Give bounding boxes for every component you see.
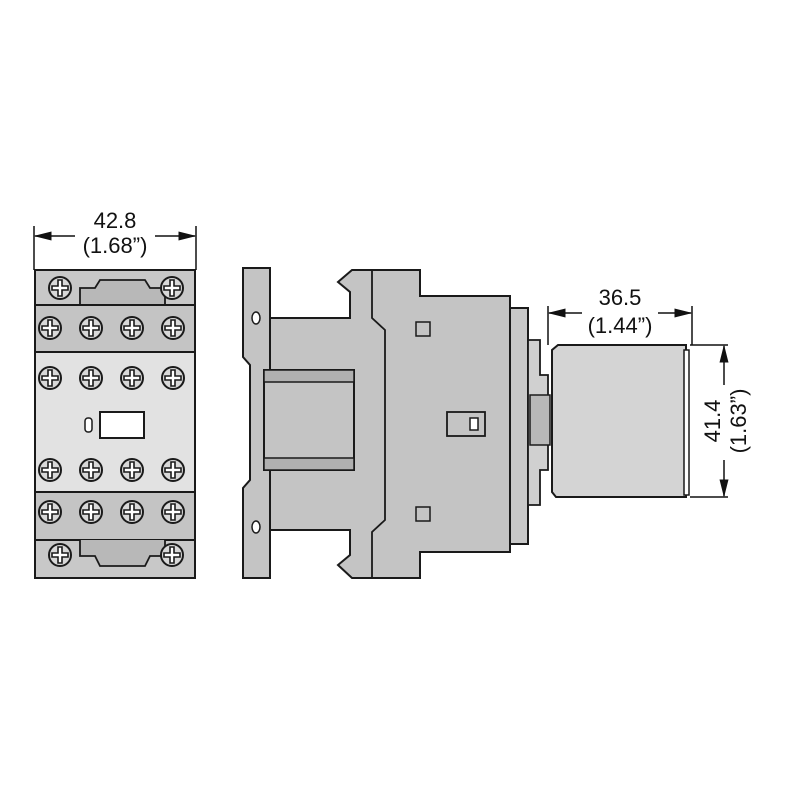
screw-icon: [120, 366, 144, 390]
screw-icon: [79, 316, 103, 340]
screw-icon: [161, 458, 185, 482]
width-dimension: 42.8 (1.68”): [33, 208, 197, 270]
screw-icon: [38, 366, 62, 390]
module-body: [551, 344, 687, 498]
indicator-window: [99, 411, 145, 439]
screw-icon: [120, 316, 144, 340]
indicator-slot: [84, 417, 93, 433]
screw-icon: [160, 276, 184, 300]
screw-icon: [160, 543, 184, 567]
screw-icon: [79, 458, 103, 482]
coil-top-edge: [263, 369, 355, 383]
screw-icon: [161, 316, 185, 340]
side-indicator: [446, 411, 486, 437]
height-inch: (1.63”): [726, 389, 751, 454]
height-dimension: 41.4 (1.63”): [690, 344, 751, 498]
screw-icon: [120, 458, 144, 482]
body-seam: [371, 270, 386, 578]
side-body: [269, 269, 511, 579]
height-mm: 41.4: [700, 400, 725, 443]
auxiliary-module: [551, 344, 690, 498]
screw-icon: [48, 543, 72, 567]
width-inch: (1.68”): [83, 233, 148, 258]
bracket-hole-top: [251, 311, 261, 325]
depth-inch: (1.44”): [588, 313, 653, 338]
screw-icon: [161, 500, 185, 524]
depth-dimension: 36.5 (1.44”): [547, 285, 693, 345]
screw-icon: [38, 458, 62, 482]
screw-icon: [48, 276, 72, 300]
width-mm: 42.8: [94, 208, 137, 233]
front-plate: [509, 307, 529, 545]
screw-icon: [161, 366, 185, 390]
screw-icon: [38, 316, 62, 340]
screw-icon: [38, 500, 62, 524]
bracket-hole-bottom: [251, 520, 261, 534]
side-indicator-window: [469, 417, 479, 431]
terminal-screws: [38, 276, 185, 567]
side-slot-top: [415, 321, 431, 337]
coil-bottom-edge: [263, 457, 355, 471]
coil-housing: [263, 369, 355, 471]
side-view: [242, 267, 551, 579]
adapter-clip: [529, 394, 551, 446]
depth-mm: 36.5: [599, 285, 642, 310]
side-slot-bottom: [415, 506, 431, 522]
front-view: [34, 269, 196, 579]
screw-icon: [120, 500, 144, 524]
screw-icon: [79, 500, 103, 524]
module-front-edge: [683, 349, 690, 496]
screw-icon: [79, 366, 103, 390]
